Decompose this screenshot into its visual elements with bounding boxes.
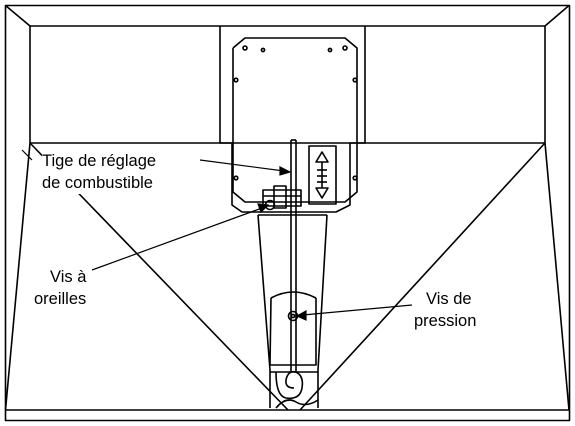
floor-diagonal-right — [299, 142, 546, 411]
label-wing-screw: Vis à oreilles — [34, 266, 87, 310]
label-fuel-adjustment-rod: Tige de réglage de combustible — [42, 150, 157, 194]
label-set-screw: Vis de pression — [414, 288, 476, 332]
label-set-screw-line1: Vis de — [426, 290, 472, 308]
label-wing-screw-line1: Vis à — [50, 268, 87, 286]
label-fuel-rod-line1: Tige de réglage — [42, 152, 157, 170]
label-fuel-rod-line2: de combustible — [42, 174, 153, 192]
burner-tube — [257, 214, 271, 408]
leader-line-set-screw — [302, 304, 413, 316]
label-wing-screw-line2: oreilles — [34, 290, 87, 308]
leader-line-wing-screw — [91, 207, 263, 271]
outer-frame — [4, 4, 571, 422]
inner-panel-edge — [30, 4, 570, 27]
label-set-screw-line2: pression — [414, 312, 477, 330]
wing-screw-bracket — [262, 189, 302, 207]
leader-line-wall — [21, 149, 33, 161]
leader-line-fuel-rod — [199, 159, 285, 172]
adjustment-dial — [308, 145, 337, 205]
burner-housing — [219, 26, 366, 213]
